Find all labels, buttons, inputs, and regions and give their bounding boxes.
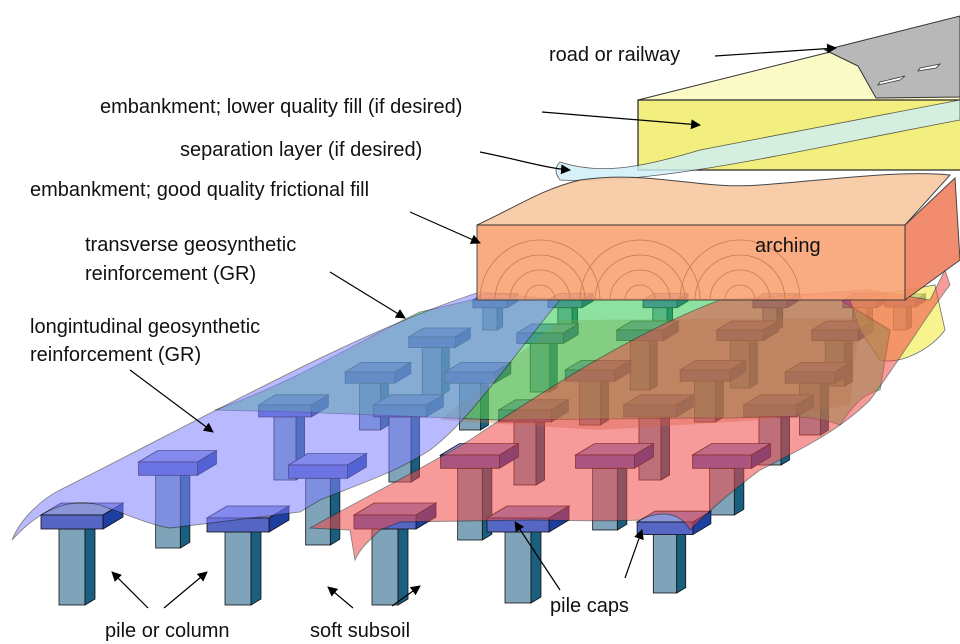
pile-caps-arrow xyxy=(514,521,561,591)
pile xyxy=(39,502,125,606)
label-subsoil: soft subsoil xyxy=(310,620,410,642)
pile xyxy=(635,510,713,594)
road-surface xyxy=(823,15,960,99)
arch-line xyxy=(609,269,671,301)
arch-line xyxy=(724,284,756,301)
arch-line xyxy=(694,254,786,301)
arch-line xyxy=(494,254,586,301)
label-arching: arching xyxy=(755,235,821,257)
pile-column-side xyxy=(397,522,409,606)
red-reinforcement-sheet xyxy=(308,268,951,562)
pile-column-side xyxy=(530,525,542,604)
longitudinal-reinforcement-sheet xyxy=(11,291,561,541)
separation-arrow xyxy=(479,151,571,175)
arch-line xyxy=(624,284,656,301)
label-transverse-2: reinforcement (GR) xyxy=(85,263,256,285)
label-road: road or railway xyxy=(549,44,680,66)
subsoil-arrow xyxy=(327,586,354,609)
pile-column xyxy=(224,531,252,606)
transverse-arrow xyxy=(329,271,406,319)
pile-column xyxy=(58,528,86,606)
road-arrow xyxy=(714,43,837,57)
label-transverse-1: transverse geosynthetic xyxy=(85,234,296,256)
arch-line xyxy=(524,284,556,301)
pile-caps-arrow xyxy=(624,529,644,579)
label-pile: pile or column xyxy=(105,620,230,642)
good-fill-front-face xyxy=(476,224,906,301)
arching-zones xyxy=(479,239,801,301)
pile-cap-front xyxy=(636,521,694,536)
label-pile-caps: pile caps xyxy=(550,595,629,617)
good-fill-top-face xyxy=(476,173,952,226)
pile-column-side xyxy=(676,528,687,594)
arch-line xyxy=(709,269,771,301)
label-separation: separation layer (if desired) xyxy=(180,139,422,161)
pile-arrow xyxy=(111,571,149,609)
label-longitudinal-1: longintudinal geosynthetic xyxy=(30,316,260,338)
pile-column xyxy=(504,531,532,604)
label-good-fill: embankment; good quality frictional fill xyxy=(30,179,369,201)
pile-column xyxy=(371,528,399,606)
pile-cap-front xyxy=(40,514,104,530)
upper-embankment xyxy=(555,15,960,181)
good-fill-block xyxy=(476,173,960,301)
arch-line xyxy=(479,239,601,301)
arch-line xyxy=(679,239,801,301)
lower-fill-arrow xyxy=(541,111,701,130)
annotations xyxy=(111,43,837,609)
subsoil-arrow xyxy=(391,585,421,607)
good-fill-arrow xyxy=(409,211,481,244)
pile-column-side xyxy=(250,525,262,606)
label-lower-fill: embankment; lower quality fill (if desir… xyxy=(100,96,462,118)
pile-column xyxy=(652,534,678,594)
arch-line xyxy=(509,269,571,301)
longitudinal-arrow xyxy=(129,369,214,433)
road-slot xyxy=(917,63,942,72)
road-slot xyxy=(877,75,906,86)
separation-layer xyxy=(555,99,960,181)
pile-arrow xyxy=(163,571,208,609)
arch-line xyxy=(579,239,701,301)
arch-line xyxy=(594,254,686,301)
label-longitudinal-2: reinforcement (GR) xyxy=(30,344,201,366)
pile-column-side xyxy=(84,522,96,606)
